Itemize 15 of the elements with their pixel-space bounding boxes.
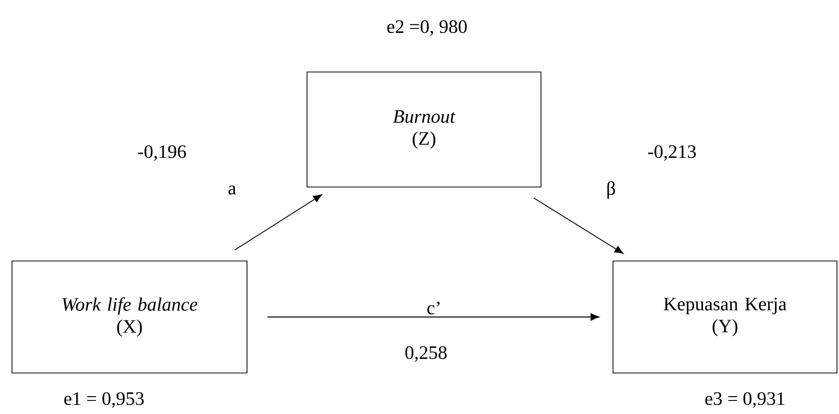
coefficient-label: -0,213 bbox=[648, 145, 696, 161]
error-term: e2 =0, 980 bbox=[387, 20, 467, 36]
arrow bbox=[533, 198, 624, 254]
variable-box: Kepuasan Kerja (Y) bbox=[612, 260, 838, 374]
path-label: c’ bbox=[426, 300, 442, 316]
error-term: e3 = 0,931 bbox=[705, 392, 784, 408]
coefficient-label: 0,258 bbox=[405, 346, 447, 362]
variable-box: Work life balance (X) bbox=[12, 260, 248, 374]
arrow bbox=[234, 194, 322, 250]
path-label: β bbox=[605, 180, 617, 200]
variable-box: Burnout (Z) bbox=[306, 72, 542, 188]
arrow bbox=[266, 313, 600, 321]
coefficient-label: -0,196 bbox=[138, 145, 186, 161]
path-label: a bbox=[226, 184, 238, 196]
error-term: e1 = 0,953 bbox=[64, 392, 144, 408]
